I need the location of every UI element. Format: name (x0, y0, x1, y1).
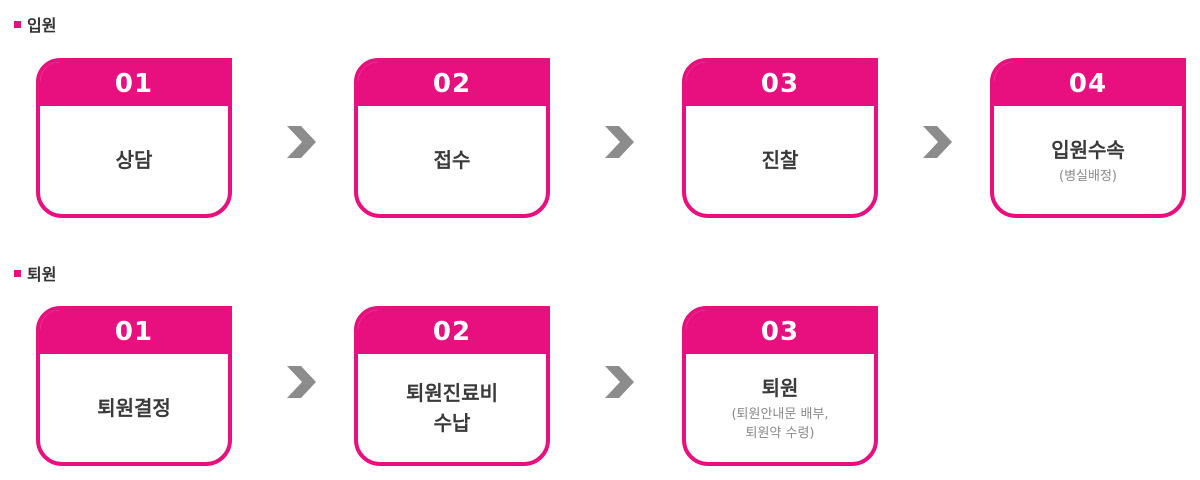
chevron-right-icon (923, 126, 952, 158)
step-label: 상담 (115, 148, 153, 172)
chevron-right-icon (287, 126, 316, 158)
discharge-step-1: 01 퇴원결정 (36, 306, 232, 466)
step-label: 접수 (433, 148, 471, 172)
chevron-right-icon (605, 126, 634, 158)
step-number: 01 (40, 62, 228, 106)
step-label: 퇴원결정 (97, 396, 171, 420)
step-label: 진찰 (761, 148, 799, 172)
square-bullet-icon (14, 269, 21, 277)
step-number: 02 (358, 62, 546, 106)
step-label: 퇴원진료비 수납 (406, 381, 498, 435)
admission-step-3: 03 진찰 (682, 58, 878, 218)
step-number: 01 (40, 310, 228, 354)
admission-step-1: 01 상담 (36, 58, 232, 218)
chevron-right-icon (287, 366, 316, 398)
admission-step-2: 02 접수 (354, 58, 550, 218)
discharge-step-2: 02 퇴원진료비 수납 (354, 306, 550, 466)
step-label: 입원수속 (1051, 137, 1125, 162)
step-sublabel: (병실배정) (1059, 168, 1117, 184)
section-title-discharge: 퇴원 (14, 262, 56, 284)
step-number: 03 (686, 62, 874, 106)
step-label: 퇴원 (761, 376, 799, 400)
section-title-label: 퇴원 (27, 265, 57, 284)
discharge-step-3: 03 퇴원 (퇴원안내문 배부, 퇴원약 수령) (682, 306, 878, 466)
admission-step-4: 04 입원수속 (병실배정) (990, 58, 1186, 218)
section-title-admission: 입원 (14, 13, 56, 35)
step-sublabel: (퇴원안내문 배부, 퇴원약 수령) (731, 407, 829, 441)
step-number: 04 (994, 62, 1182, 106)
chevron-right-icon (605, 366, 634, 398)
step-number: 03 (686, 310, 874, 354)
step-number: 02 (358, 310, 546, 354)
section-title-label: 입원 (27, 16, 57, 35)
square-bullet-icon (14, 20, 21, 28)
